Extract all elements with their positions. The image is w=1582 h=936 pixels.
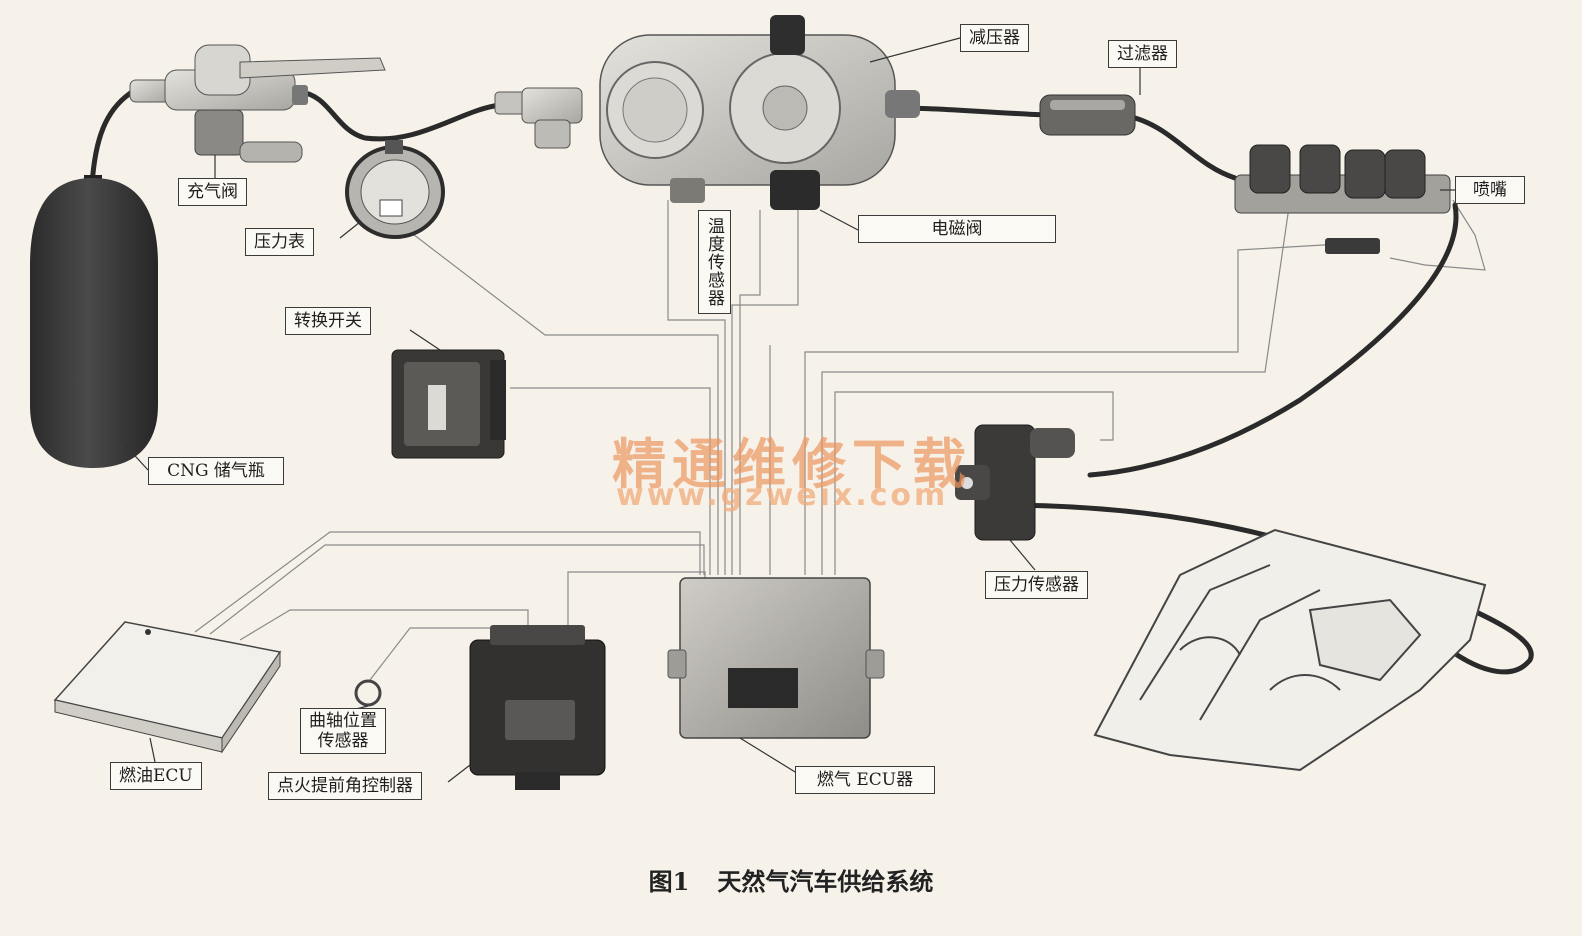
fittings-device	[494, 87, 583, 149]
label-reducer: 减压器	[960, 24, 1029, 52]
label-filter: 过滤器	[1108, 40, 1177, 68]
watermark-title: 精通维修下载	[612, 432, 972, 496]
figure-number: 图1	[648, 867, 690, 896]
label-charge-valve: 充气阀	[178, 178, 247, 206]
charge-valve-device	[129, 44, 386, 163]
switch-device	[391, 349, 506, 459]
label-crank-sensor-line1: 曲轴位置	[309, 711, 377, 731]
gas-ecu-device	[667, 577, 885, 739]
fuel-ecu-device	[53, 621, 282, 754]
label-injector: 喷嘴	[1455, 176, 1525, 204]
filter-device	[1039, 94, 1136, 136]
label-crank-sensor-line2: 传感器	[317, 731, 369, 751]
label-solenoid-valve: 电磁阀	[858, 215, 1056, 243]
figure-title: 天然气汽车供给系统	[717, 867, 934, 896]
label-fuel-ecu: 燃油ECU	[110, 762, 202, 790]
label-gas-ecu: 燃气 ECU器	[795, 766, 935, 794]
label-pressure-gauge: 压力表	[245, 228, 314, 256]
cng-tank	[30, 175, 158, 468]
label-pressure-sensor: 压力传感器	[985, 571, 1088, 599]
ignition-controller-device	[469, 625, 606, 790]
pressure-sensor-device	[955, 424, 1075, 541]
intake-manifold-device	[1093, 528, 1487, 772]
figure-caption: 图1 天然气汽车供给系统	[0, 862, 1582, 897]
label-switch: 转换开关	[285, 307, 371, 335]
label-cng-tank: CNG 储气瓶	[148, 457, 284, 485]
reducer-device	[599, 15, 920, 210]
injector-device	[1234, 144, 1451, 254]
crank-sensor-device	[354, 679, 382, 707]
label-ignition-controller: 点火提前角控制器	[268, 772, 422, 800]
pressure-gauge-device	[345, 140, 445, 239]
watermark-url: www.gzweix.com	[616, 478, 949, 513]
signal-wires	[194, 199, 1486, 681]
label-crank-sensor: 曲轴位置 传感器	[300, 708, 386, 754]
label-temp-sensor: 温度传感器	[698, 210, 731, 314]
